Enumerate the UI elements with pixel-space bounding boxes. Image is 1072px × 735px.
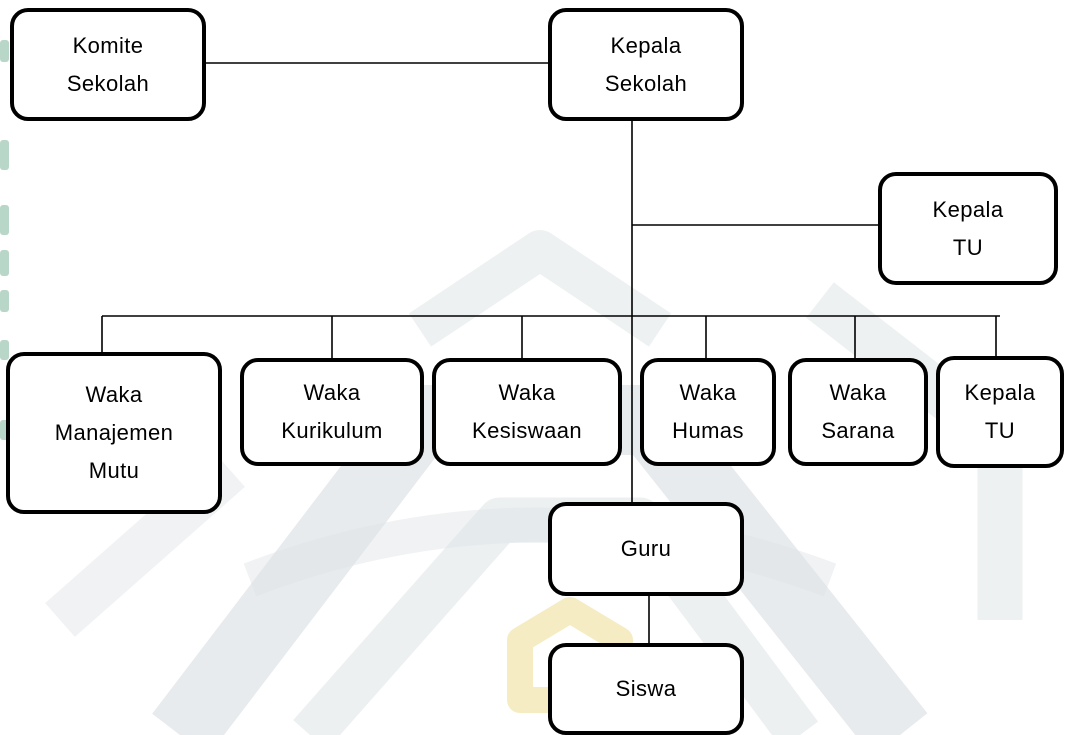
label-waka-kurikulum: Waka Kurikulum bbox=[281, 380, 383, 443]
strip-mark bbox=[0, 40, 9, 62]
label-kepala-sekolah: Kepala Sekolah bbox=[604, 32, 688, 96]
box-kepala-tu-top: Kepala TU bbox=[878, 172, 1058, 285]
strip-mark bbox=[0, 140, 9, 170]
label-waka-manajemen-mutu: Waka Manajemen Mutu bbox=[54, 382, 174, 483]
label-guru: Guru bbox=[620, 536, 672, 561]
side-strip bbox=[0, 0, 16, 735]
box-kepala-tu-row: Kepala TU bbox=[936, 356, 1064, 468]
label-waka-kesiswaan: Waka Kesiswaan bbox=[472, 380, 582, 443]
label-kepala-tu-row: Kepala TU bbox=[964, 380, 1036, 443]
box-waka-manajemen-mutu: Waka Manajemen Mutu bbox=[6, 352, 222, 514]
box-waka-humas: Waka Humas bbox=[640, 358, 776, 466]
box-waka-kurikulum: Waka Kurikulum bbox=[240, 358, 424, 466]
box-guru: Guru bbox=[548, 502, 744, 596]
label-waka-sarana: Waka Sarana bbox=[821, 380, 895, 443]
box-waka-kesiswaan: Waka Kesiswaan bbox=[432, 358, 622, 466]
box-komite-sekolah: Komite Sekolah bbox=[10, 8, 206, 121]
label-komite-sekolah: Komite Sekolah bbox=[66, 32, 150, 96]
strip-mark bbox=[0, 340, 9, 360]
label-siswa: Siswa bbox=[615, 676, 677, 701]
box-waka-sarana: Waka Sarana bbox=[788, 358, 928, 466]
strip-mark bbox=[0, 290, 9, 312]
strip-mark bbox=[0, 205, 9, 235]
label-kepala-tu-top: Kepala TU bbox=[932, 196, 1004, 260]
box-siswa: Siswa bbox=[548, 643, 744, 735]
strip-mark bbox=[0, 250, 9, 276]
strip-mark bbox=[0, 420, 9, 440]
label-waka-humas: Waka Humas bbox=[672, 380, 744, 443]
box-kepala-sekolah: Kepala Sekolah bbox=[548, 8, 744, 121]
